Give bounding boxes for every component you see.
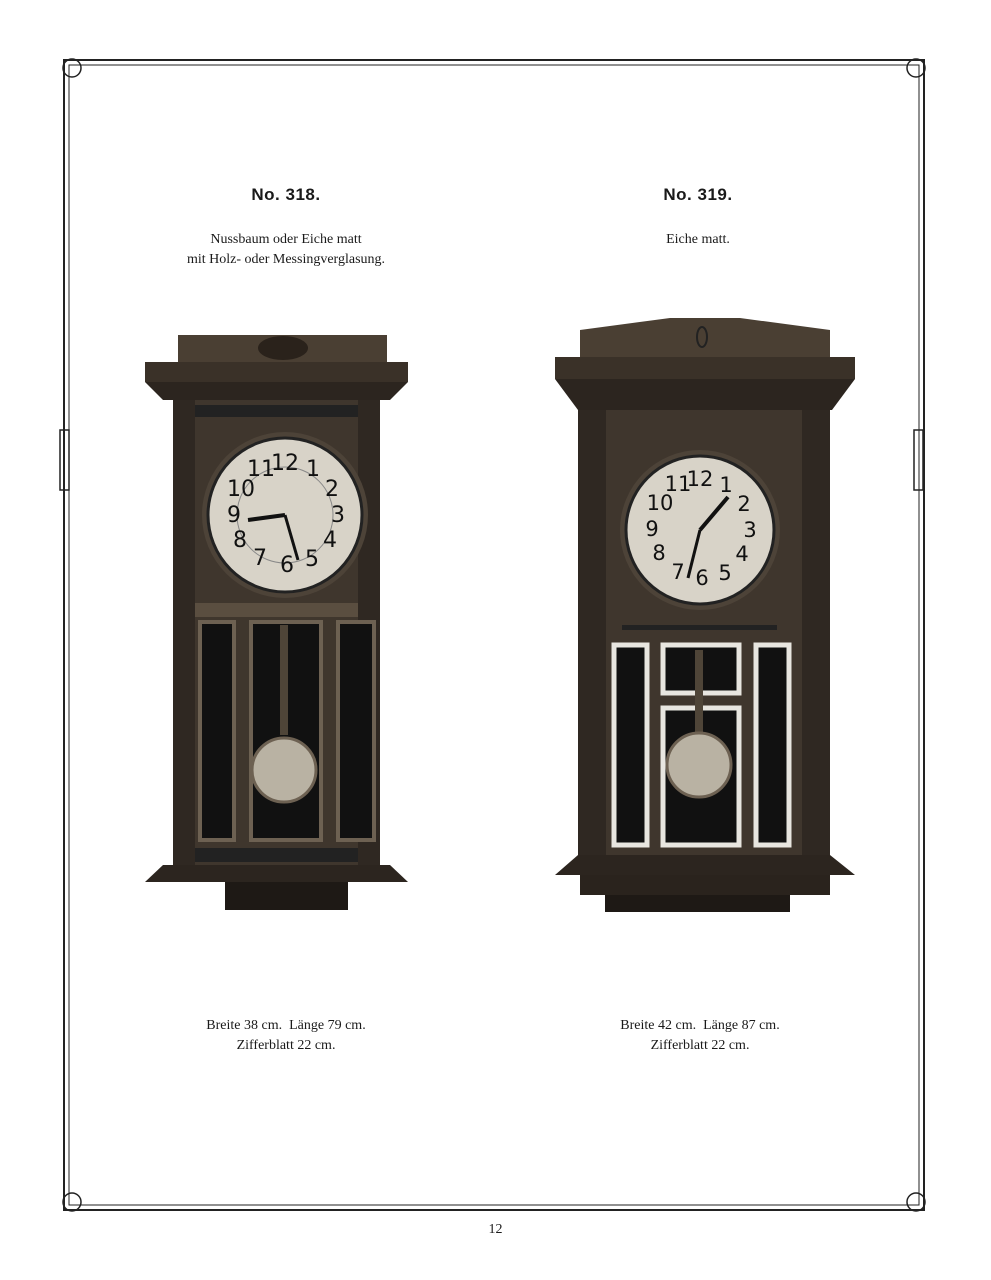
description-line: Eiche matt. (666, 232, 730, 247)
svg-text:9: 9 (227, 503, 241, 528)
item-318-dimensions: Breite 38 cm. Länge 79 cm. Zifferblatt 2… (126, 1016, 446, 1056)
dimensions-line: Zifferblatt 22 cm. (650, 1038, 750, 1053)
svg-text:10: 10 (647, 491, 674, 515)
svg-text:1: 1 (719, 473, 732, 497)
svg-text:7: 7 (671, 560, 684, 584)
svg-text:6: 6 (280, 553, 294, 578)
svg-text:4: 4 (323, 528, 337, 553)
item-319-description: Eiche matt. (538, 230, 858, 250)
svg-text:12: 12 (271, 451, 299, 476)
svg-text:11: 11 (247, 457, 275, 482)
svg-text:4: 4 (735, 542, 748, 566)
dimensions-line: Zifferblatt 22 cm. (236, 1038, 336, 1053)
item-319-dimensions: Breite 42 cm. Länge 87 cm. Zifferblatt 2… (540, 1016, 860, 1056)
item-318-description: Nussbaum oder Eiche matt mit Holz- oder … (126, 230, 446, 270)
item-319-number: No. 319. (663, 185, 733, 204)
svg-text:3: 3 (743, 518, 756, 542)
svg-text:8: 8 (233, 528, 247, 553)
svg-text:12: 12 (687, 467, 714, 491)
svg-text:2: 2 (737, 492, 750, 516)
svg-text:2: 2 (325, 477, 339, 502)
svg-text:8: 8 (652, 541, 665, 565)
description-line: Nussbaum oder Eiche matt (210, 232, 362, 247)
item-318-number: No. 318. (251, 185, 321, 204)
page-number: 12 (488, 1222, 503, 1237)
dimensions-line: Breite 38 cm. Länge 79 cm. (206, 1018, 366, 1033)
svg-text:5: 5 (718, 561, 731, 585)
svg-text:11: 11 (665, 472, 692, 496)
svg-text:7: 7 (253, 546, 267, 571)
svg-text:1: 1 (306, 457, 320, 482)
svg-text:10: 10 (227, 477, 255, 502)
svg-text:3: 3 (331, 503, 345, 528)
description-line: mit Holz- oder Messingverglasung. (186, 252, 386, 267)
svg-text:6: 6 (695, 566, 708, 590)
svg-text:9: 9 (645, 517, 658, 541)
svg-text:5: 5 (305, 547, 319, 572)
dimensions-line: Breite 42 cm. Länge 87 cm. (620, 1018, 780, 1033)
